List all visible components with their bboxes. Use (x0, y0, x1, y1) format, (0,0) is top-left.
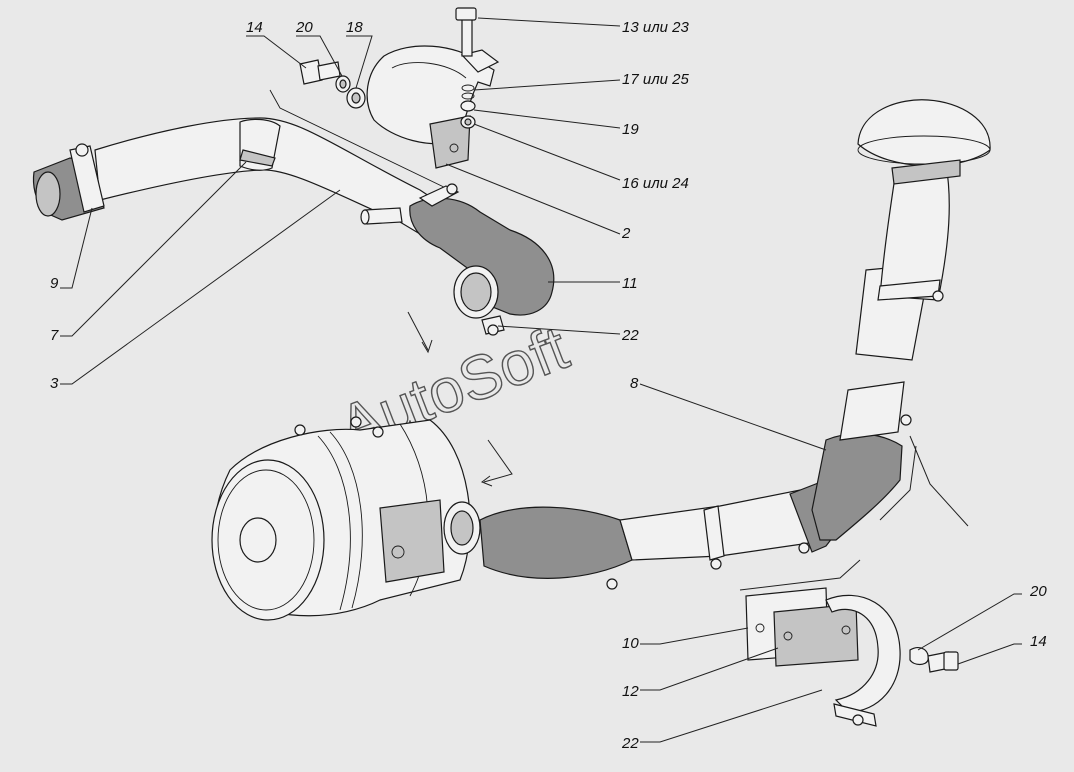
callout-20-top: 20 (295, 19, 313, 36)
air-filter-housing (211, 416, 481, 621)
hose-end-9 (32, 143, 105, 221)
bracket-assembly-lower (745, 587, 959, 727)
callout-12: 12 (622, 683, 639, 700)
callout-17-or-25: 17 или 25 (622, 71, 690, 88)
intake-pipe-lower (479, 163, 950, 590)
direction-arrows (407, 311, 513, 487)
callout-14-top: 14 (246, 19, 263, 36)
top-fasteners (299, 59, 366, 109)
leader-lines (60, 17, 1022, 743)
callout-8: 8 (630, 375, 639, 392)
callout-labels: 14 20 18 13 или 23 17 или 25 19 16 или 2… (50, 19, 1047, 752)
frame-edges (739, 435, 969, 591)
callout-22-top: 22 (621, 327, 639, 344)
callout-19: 19 (622, 121, 639, 138)
callout-16-or-24: 16 или 24 (622, 175, 689, 192)
callout-13-or-23: 13 или 23 (622, 19, 690, 36)
callout-7: 7 (50, 327, 59, 344)
callout-10: 10 (622, 635, 639, 652)
bolt-near-pipe (360, 207, 403, 225)
clamp-2-assembly (366, 7, 500, 169)
air-intake-cap (857, 99, 991, 185)
intake-pipe-upper (94, 89, 451, 241)
callout-22-bottom: 22 (621, 735, 639, 752)
callout-2: 2 (621, 225, 631, 242)
callout-3: 3 (50, 375, 59, 392)
callout-9: 9 (50, 275, 59, 292)
callout-18: 18 (346, 19, 363, 36)
callout-14-bottom: 14 (1030, 633, 1047, 650)
elbow-11 (409, 183, 555, 336)
callout-20-bottom: 20 (1029, 583, 1047, 600)
callout-11: 11 (622, 275, 638, 292)
